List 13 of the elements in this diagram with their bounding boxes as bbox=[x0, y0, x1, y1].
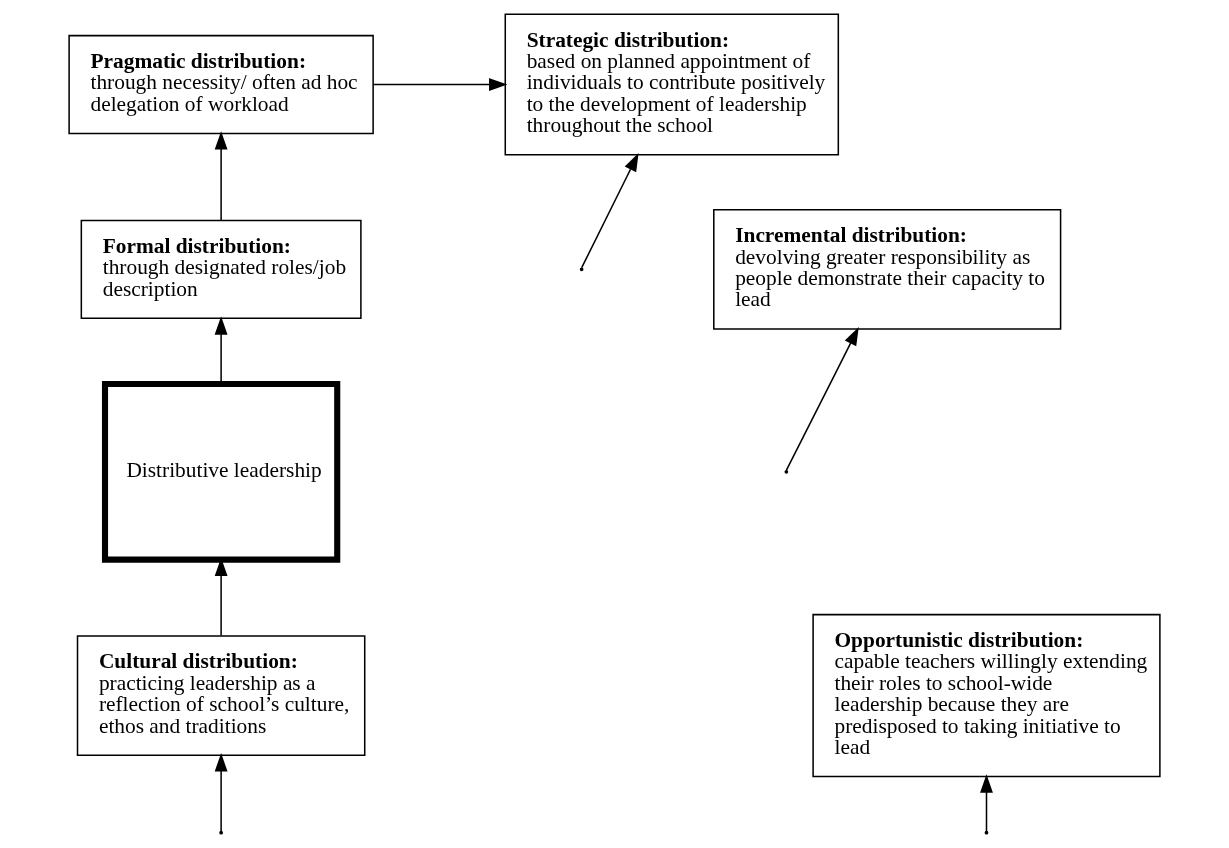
arrow bbox=[785, 327, 859, 471]
node-box: Opportunistic distribution: capable teachers willingly extending their roles to school-wide leadership because they are predisposed to taking initiative to lead bbox=[812, 613, 1161, 778]
arrow bbox=[980, 774, 993, 833]
node-box: Distributive leadership bbox=[101, 380, 341, 563]
arrow bbox=[214, 131, 228, 221]
node-box: Strategic distribution: based on planned appointment of individuals to contribute positively to the development of leadership throughout the school bbox=[504, 13, 840, 156]
node-box: Cultural distribution: practicing leadership as a reflection of school’s culture, ethos and traditions bbox=[76, 635, 366, 756]
node-box: Formal distribution: through designated roles/job description bbox=[80, 219, 362, 319]
arrow bbox=[372, 78, 508, 91]
node-box: Incremental distribution: devolving greater responsibility as people demonstrate their capacity to lead bbox=[713, 209, 1062, 330]
arrow bbox=[214, 753, 228, 833]
node-box: Pragmatic distribution: through necessity/ often ad hoc delegation of workload bbox=[68, 34, 374, 135]
arrow bbox=[580, 153, 639, 269]
